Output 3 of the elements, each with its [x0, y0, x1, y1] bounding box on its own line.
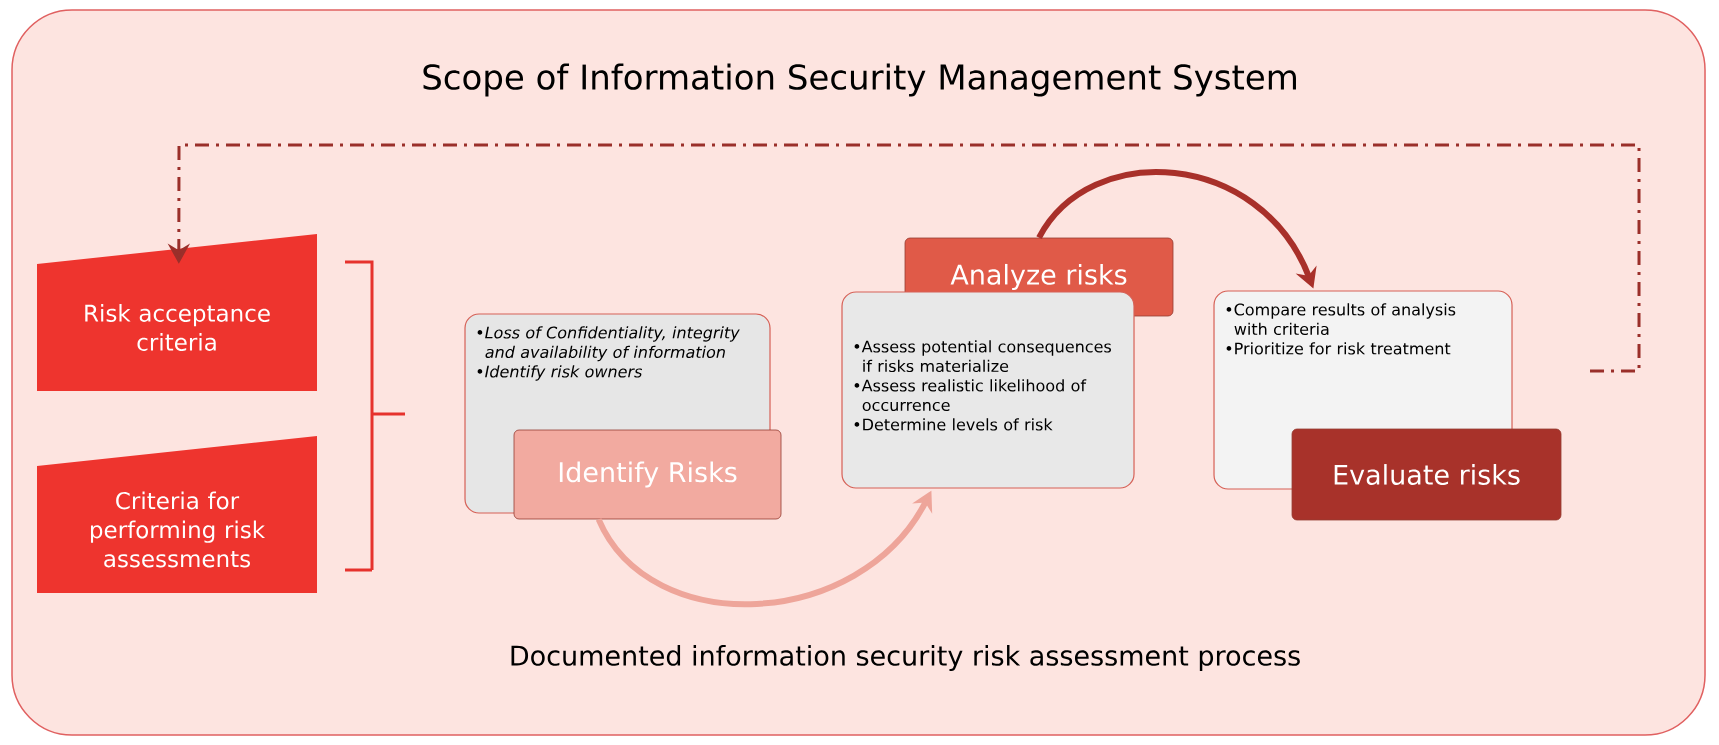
step-label: Evaluate risks	[1291, 428, 1562, 521]
step-label: Identify Risks	[513, 429, 782, 520]
step-card: •Assess potential consequences if risks materialize •Assess realistic likelihood of occurrence •Determine levels of risk	[841, 291, 1135, 489]
